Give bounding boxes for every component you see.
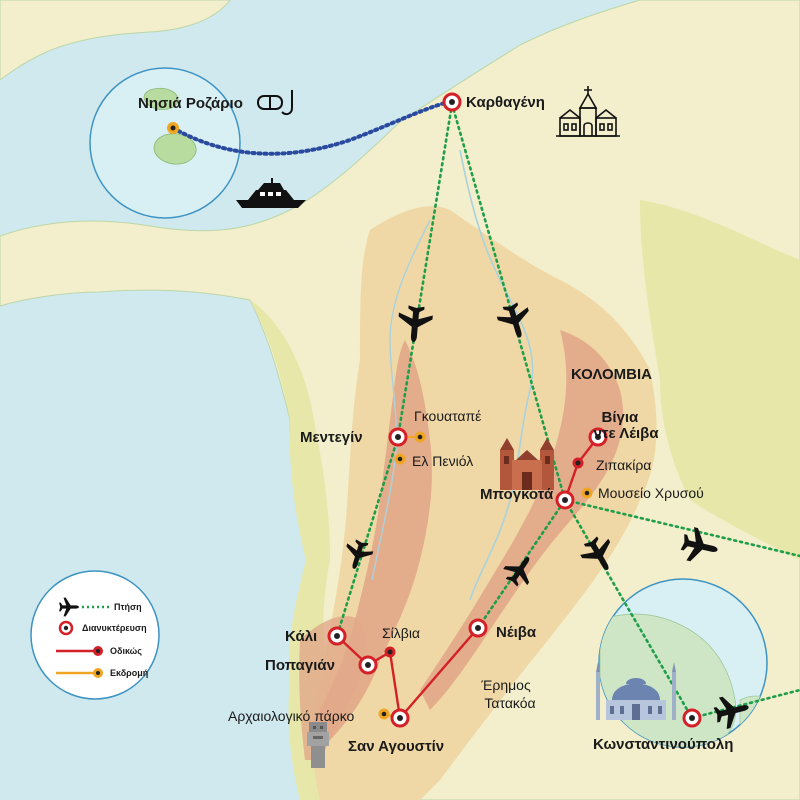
river-magdalena	[459, 149, 534, 601]
legend-label-flight: Πτήση	[114, 602, 142, 612]
labels: Νησιά Ροζάριο Καρθαγένη Μεντεγίν Γκουατα…	[138, 94, 733, 755]
legend: Πτήση Διανυκτέρευση Οδικώς Εκδρομή	[30, 570, 160, 700]
label-neiva: Νέιβα	[496, 624, 537, 641]
marker-medellin	[388, 427, 408, 447]
inset-rosario	[89, 67, 241, 219]
marker-istanbul	[682, 708, 702, 728]
label-sanagustin: Σαν Αγουστίν	[348, 738, 444, 755]
coast-northwest	[0, 0, 231, 81]
label-tatacoa-line1: Έρημος	[480, 677, 531, 693]
marker-guatape	[414, 431, 426, 443]
legend-label-road: Οδικώς	[110, 646, 142, 656]
legend-item-flight: Πτήση	[59, 597, 142, 617]
yacht-icon	[236, 178, 306, 208]
region-label: ΚΟΛΟΜΒΙΑ	[571, 366, 652, 383]
label-cartagena: Καρθαγένη	[466, 94, 545, 111]
church-icon	[556, 86, 620, 137]
label-medellin: Μεντεγίν	[300, 429, 363, 446]
routes	[171, 100, 800, 720]
marker-sanagustin	[390, 708, 410, 728]
marker-zipaquira	[572, 457, 584, 469]
label-penol: Ελ Πενιόλ	[412, 453, 473, 469]
label-popayan: Ποπαγιάν	[265, 657, 335, 674]
flight-medellin-cali	[335, 435, 400, 638]
legend-item-overnight: Διανυκτέρευση	[58, 620, 147, 636]
label-villadeleyva-line1: Βίγια	[602, 409, 640, 426]
mountain-east	[420, 330, 624, 710]
legend-item-excursion: Εκδρομή	[56, 668, 148, 678]
markers	[167, 92, 702, 728]
flight-istanbul-east	[690, 688, 800, 720]
label-goldmuseum: Μουσείο Χρυσού	[598, 485, 704, 501]
flight-bogota-east	[563, 498, 800, 558]
marker-silvia	[384, 646, 396, 658]
mosque-icon	[596, 662, 676, 720]
flight-cartagena-bogota	[450, 102, 567, 502]
marker-villadeleyva	[588, 427, 608, 447]
river-cauca	[371, 219, 431, 581]
label-silvia: Σίλβια	[382, 625, 420, 641]
marker-cartagena	[442, 92, 462, 112]
legend-label-excursion: Εκδρομή	[110, 668, 148, 678]
label-guatape: Γκουαταπέ	[414, 408, 481, 424]
legend-item-road: Οδικώς	[56, 646, 142, 656]
marker-rosario	[167, 122, 179, 134]
statue-icon	[307, 722, 329, 768]
boat-route	[171, 100, 450, 156]
flight-bogota-istanbul	[563, 498, 694, 720]
label-tatacoa-line2: Τατακόα	[484, 695, 535, 711]
label-villadeleyva-line2: ντε Λέιβα	[593, 425, 659, 442]
label-rosario: Νησιά Ροζάριο	[138, 95, 243, 112]
label-tatacoa: Έρημος Τατακόα	[480, 677, 535, 711]
label-archpark: Αρχαιολογικό πάρκο	[228, 708, 355, 724]
road-sanagustin-neiva	[399, 627, 479, 719]
legend-label-overnight: Διανυκτέρευση	[82, 623, 147, 633]
snorkel-icon	[257, 90, 293, 116]
marker-popayan	[358, 655, 378, 675]
marker-cali	[327, 626, 347, 646]
flight-cartagena-medellin	[396, 102, 454, 439]
label-zipaquira: Ζιπακίρα	[596, 457, 651, 473]
marker-goldmuseum	[581, 487, 593, 499]
label-istanbul: Κωνσταντινούπολη	[593, 736, 733, 753]
label-villadeleyva: Βίγια ντε Λέιβα	[593, 409, 659, 442]
marker-penol	[394, 453, 406, 465]
cathedral-icon	[500, 438, 554, 490]
marker-archpark	[378, 708, 390, 720]
label-cali: Κάλι	[285, 628, 317, 645]
marker-neiva	[468, 618, 488, 638]
label-bogota: Μπογκοτά	[480, 486, 554, 503]
road-cali-sanagustin	[336, 635, 402, 719]
lowland-east	[640, 200, 800, 560]
marker-bogota	[555, 490, 575, 510]
